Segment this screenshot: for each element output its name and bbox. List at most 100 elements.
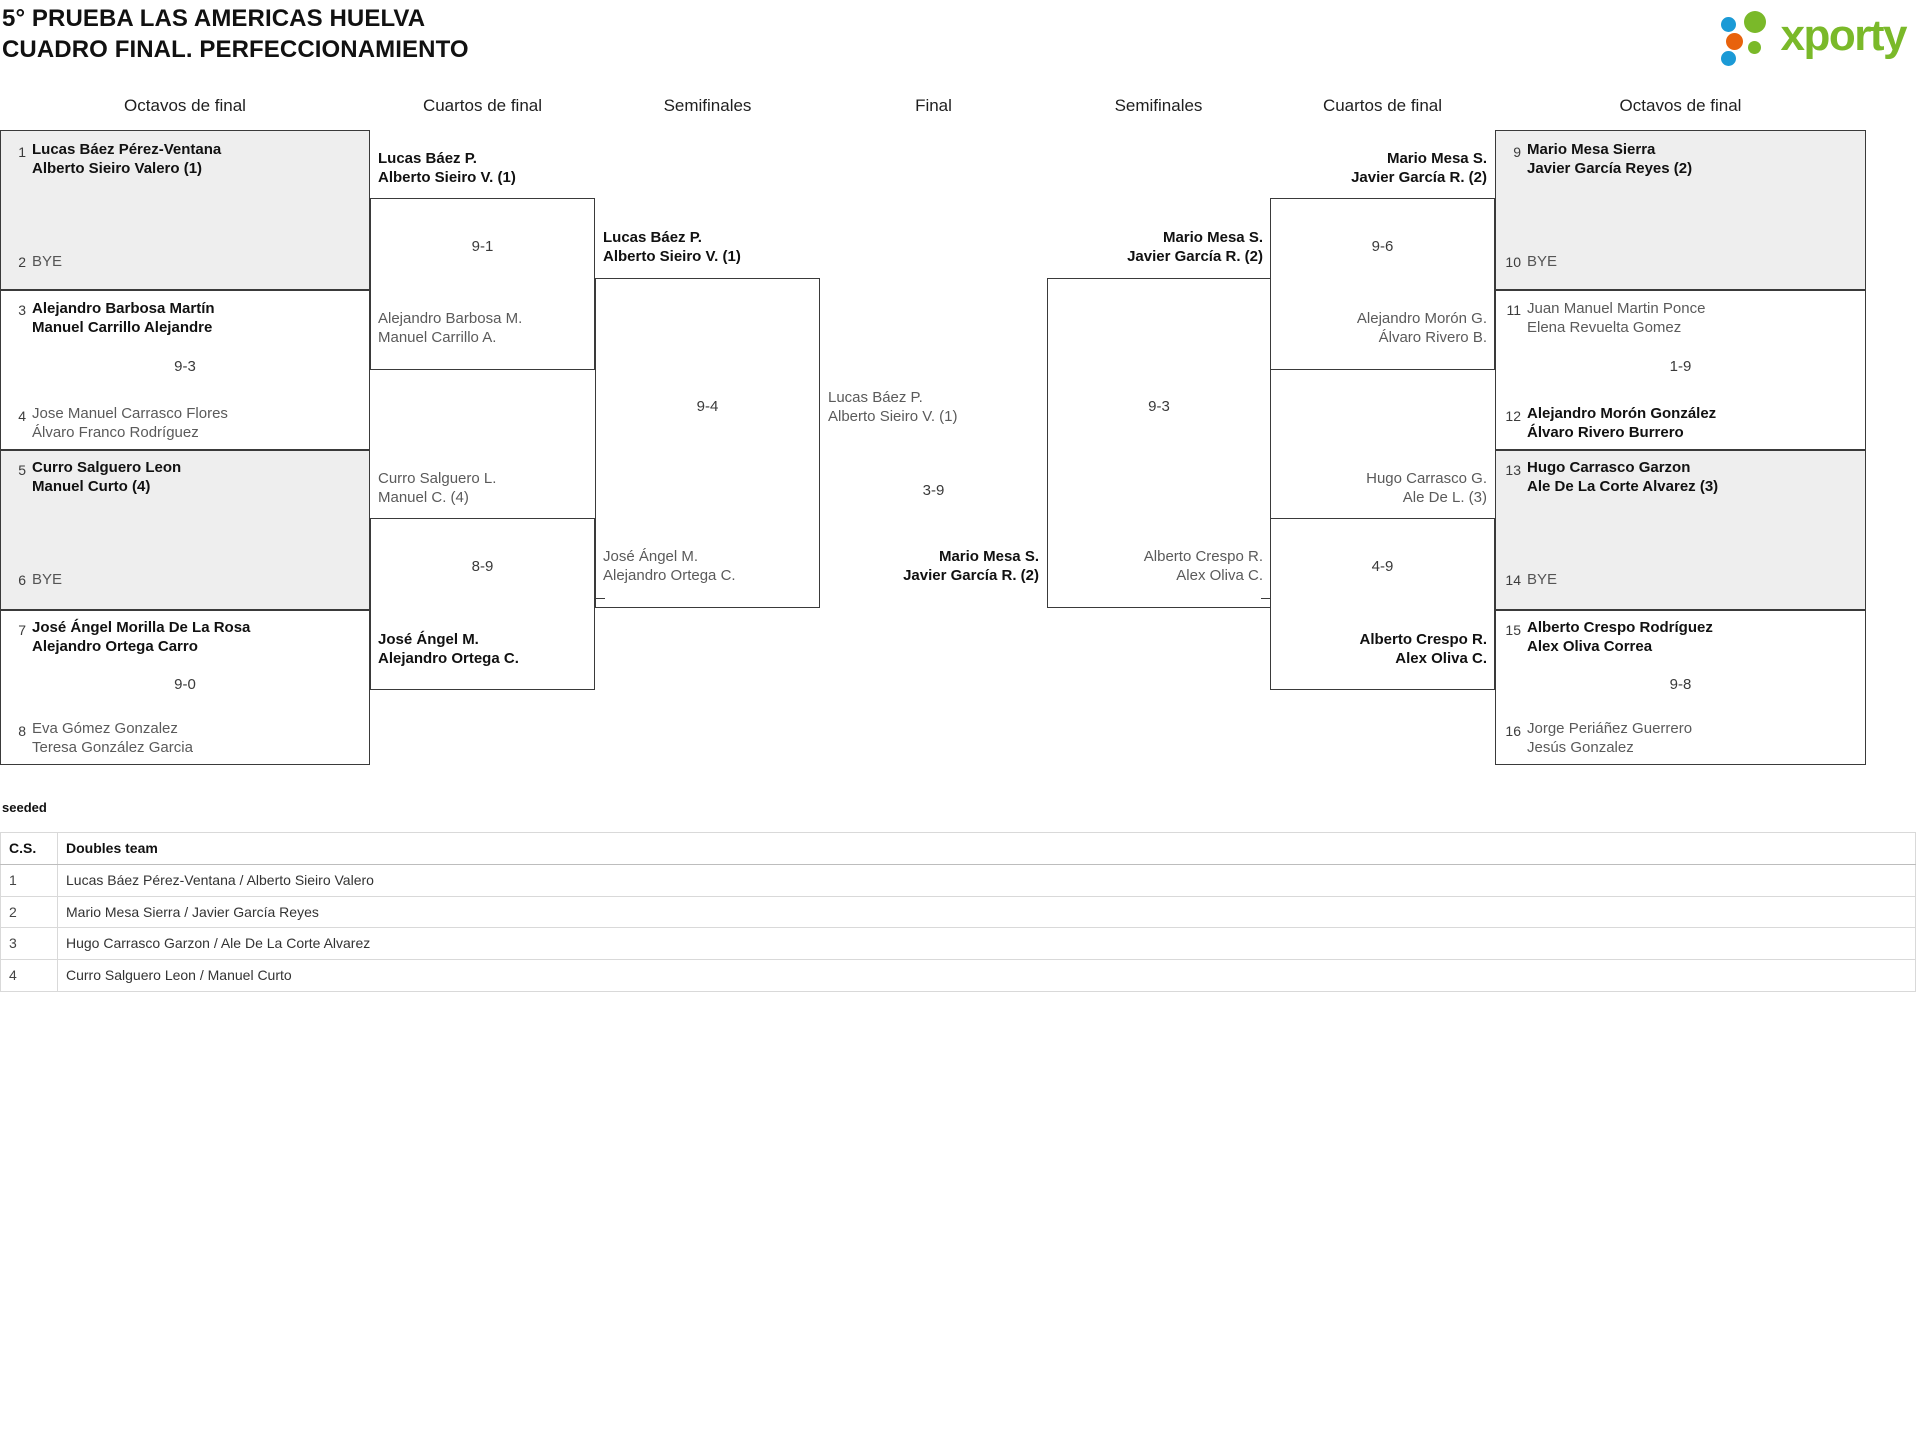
- r16-left-slot-3[interactable]: [0, 450, 370, 610]
- seeded-label: seeded: [2, 800, 47, 815]
- seeded-row-3-team: Hugo Carrasco Garzon / Ale De La Corte A…: [57, 927, 1916, 961]
- r16-right-team-15-line2: Alex Oliva Correa: [1527, 638, 1653, 655]
- seeded-table-header-row: C.S. Doubles team: [0, 832, 1916, 865]
- qf-left-m1-score: 9-1: [471, 238, 494, 255]
- seed-number-1: 1: [18, 144, 26, 160]
- qf-right-match-2-box[interactable]: [1270, 518, 1495, 690]
- final-loser-line1: Lucas Báez P.: [828, 389, 923, 406]
- seed-number-3: 3: [18, 302, 26, 318]
- qf-left-m1-loser-line2: Manuel Carrillo A.: [378, 329, 497, 346]
- qf-left-m2-loser-line2: Manuel C. (4): [378, 489, 469, 506]
- seed-number-10: 10: [1505, 254, 1521, 270]
- sf-left-match-box[interactable]: [595, 278, 820, 608]
- qf-right-m2-winner-line1: Alberto Crespo R.: [1359, 631, 1487, 648]
- seed-number-6: 6: [18, 572, 26, 588]
- qf-right-m2-score: 4-9: [1371, 558, 1394, 575]
- seed-number-13: 13: [1505, 462, 1521, 478]
- qf-left-m1-loser-line1: Alejandro Barbosa M.: [378, 310, 523, 327]
- seed-number-14: 14: [1505, 572, 1521, 588]
- sf-right-score: 9-3: [1148, 398, 1170, 415]
- r16-left-slot-1[interactable]: [0, 130, 370, 290]
- r16-right-team-10-bye: BYE: [1527, 253, 1558, 270]
- r16-left-team-3-line2: Manuel Carrillo Alejandre: [32, 319, 213, 336]
- xporty-logo: xporty: [1720, 8, 1908, 66]
- r16-left-slot-4[interactable]: [0, 610, 370, 765]
- qf-right-m1-loser-line1: Alejandro Morón G.: [1356, 310, 1487, 327]
- connector-left-qf2-out: [595, 598, 605, 599]
- seed-number-8: 8: [18, 723, 26, 739]
- seeded-header-cs: C.S.: [0, 832, 58, 865]
- qf-left-m1-winner-line2: Alberto Sieiro V. (1): [378, 169, 516, 186]
- sf-left-loser-line2: Alejandro Ortega C.: [603, 567, 736, 584]
- r16-left-team-4-line2: Álvaro Franco Rodríguez: [32, 424, 199, 441]
- r16-right-team-13-line1: Hugo Carrasco Garzon: [1527, 459, 1691, 476]
- r16-left-team-6-bye: BYE: [32, 571, 63, 588]
- r16-right-team-11-line2: Elena Revuelta Gomez: [1527, 319, 1682, 336]
- r16-left-team-1-line2: Alberto Sieiro Valero (1): [32, 160, 203, 177]
- column-header-r16-right: Octavos de final: [1619, 96, 1742, 115]
- sf-right-loser-line2: Alex Oliva C.: [1176, 567, 1263, 584]
- r16-right-team-13-line2: Ale De La Corte Alvarez (3): [1527, 478, 1719, 495]
- sf-left-winner-line2: Alberto Sieiro V. (1): [603, 248, 741, 265]
- column-header-sf-left: Semifinales: [663, 96, 752, 115]
- r16-right-slot-1[interactable]: [1495, 130, 1866, 290]
- seeded-row-2-team: Mario Mesa Sierra / Javier García Reyes: [57, 895, 1916, 929]
- page-title: 5° PRUEBA LAS AMERICAS HUELVA CUADRO FIN…: [2, 4, 469, 65]
- seed-number-11: 11: [1506, 302, 1521, 318]
- r16-right-team-12-line2: Álvaro Rivero Burrero: [1527, 424, 1684, 441]
- sf-right-winner-line2: Javier García R. (2): [1127, 248, 1263, 265]
- column-header-final: Final: [915, 96, 952, 115]
- seed-number-9: 9: [1513, 144, 1521, 160]
- r16-left-team-8-line2: Teresa González Garcia: [32, 739, 193, 756]
- bracket-tree: 1 Lucas Báez Pérez-Ventana Alberto Sieir…: [0, 130, 1866, 765]
- table-row: 4 Curro Salguero Leon / Manuel Curto: [0, 959, 1916, 992]
- r16-left-team-7-line1: José Ángel Morilla De La Rosa: [32, 619, 251, 636]
- column-header-qf-left: Cuartos de final: [422, 96, 543, 115]
- seeded-row-4-cs: 4: [0, 959, 58, 992]
- final-winner-line1: Mario Mesa S.: [938, 548, 1039, 565]
- r16-left-team-5-line2: Manuel Curto (4): [32, 478, 151, 495]
- qf-left-m2-score: 8-9: [471, 558, 494, 575]
- r16-left-team-4-line1: Jose Manuel Carrasco Flores: [32, 405, 228, 422]
- r16-left-slot-2[interactable]: [0, 290, 370, 450]
- qf-left-m2-winner-line1: José Ángel M.: [378, 631, 479, 648]
- seeded-row-1-cs: 1: [0, 863, 58, 897]
- r16-left-score-1: 9-3: [174, 358, 196, 375]
- connector-right-qf1-out: [1261, 278, 1271, 279]
- table-row: 2 Mario Mesa Sierra / Javier García Reye…: [0, 895, 1916, 929]
- r16-left-team-5-line1: Curro Salguero Leon: [32, 459, 182, 476]
- seeded-row-4-team: Curro Salguero Leon / Manuel Curto: [57, 959, 1916, 992]
- sf-left-winner-line1: Lucas Báez P.: [603, 229, 702, 246]
- qf-right-m2-winner-line2: Alex Oliva C.: [1395, 650, 1487, 667]
- r16-left-team-7-line2: Alejandro Ortega Carro: [32, 638, 198, 655]
- r16-left-score-2: 9-0: [174, 676, 196, 693]
- r16-right-score-1: 1-9: [1669, 358, 1692, 375]
- r16-left-team-1-line1: Lucas Báez Pérez-Ventana: [32, 141, 222, 158]
- qf-right-m2-loser-line2: Ale De L. (3): [1402, 489, 1487, 506]
- r16-right-slot-4[interactable]: [1495, 610, 1866, 765]
- r16-right-team-9-line1: Mario Mesa Sierra: [1527, 141, 1656, 158]
- qf-left-m2-winner-line2: Alejandro Ortega C.: [378, 650, 519, 667]
- r16-right-slot-3[interactable]: [1495, 450, 1866, 610]
- r16-left-team-8-line1: Eva Gómez Gonzalez: [32, 720, 178, 737]
- r16-right-team-9-line2: Javier García Reyes (2): [1527, 160, 1693, 177]
- sf-left-score: 9-4: [696, 398, 719, 415]
- qf-left-match-2-box[interactable]: [370, 518, 595, 690]
- seed-number-12: 12: [1505, 408, 1521, 424]
- sf-right-match-box[interactable]: [1047, 278, 1271, 608]
- qf-right-m1-loser-line2: Álvaro Rivero B.: [1378, 329, 1487, 346]
- seeded-teams-table: C.S. Doubles team 1 Lucas Báez Pérez-Ven…: [0, 832, 1916, 992]
- r16-right-team-16-line2: Jesús Gonzalez: [1527, 739, 1634, 756]
- qf-right-m2-loser-line1: Hugo Carrasco G.: [1366, 470, 1487, 487]
- qf-left-match-1-box[interactable]: [370, 198, 595, 370]
- connector-right-qf2-out: [1261, 598, 1271, 599]
- r16-right-score-2: 9-8: [1669, 676, 1692, 693]
- qf-right-match-1-box[interactable]: [1270, 198, 1495, 370]
- seed-number-7: 7: [18, 622, 26, 638]
- seed-number-4: 4: [18, 408, 26, 424]
- seed-number-15: 15: [1505, 622, 1521, 638]
- r16-right-slot-2[interactable]: [1495, 290, 1866, 450]
- logo-wordmark: xporty: [1780, 11, 1908, 60]
- r16-right-team-11-line1: Juan Manuel Martin Ponce: [1527, 300, 1706, 317]
